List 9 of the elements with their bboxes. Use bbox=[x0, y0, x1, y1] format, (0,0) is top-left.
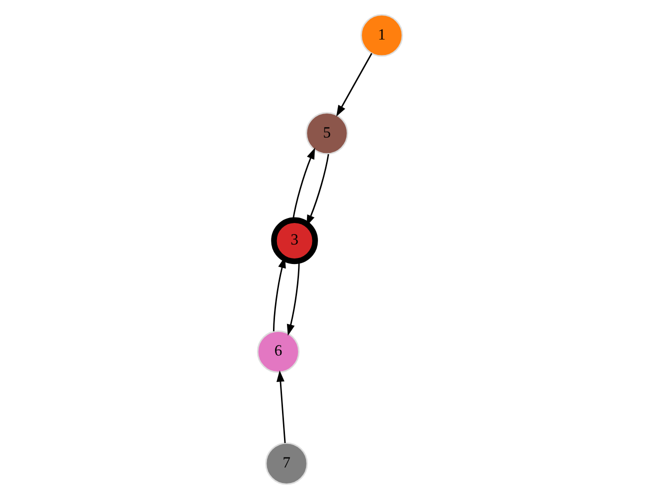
node-circle: 1 bbox=[360, 14, 404, 57]
arrow bbox=[286, 261, 300, 336]
arrow bbox=[276, 370, 286, 444]
node-circle: 6 bbox=[256, 330, 300, 373]
arrow bbox=[292, 148, 316, 220]
arrow bbox=[336, 53, 372, 117]
node-circle: 3 bbox=[271, 217, 318, 264]
node-circle: 7 bbox=[265, 442, 308, 485]
node-circle: 5 bbox=[306, 112, 348, 155]
